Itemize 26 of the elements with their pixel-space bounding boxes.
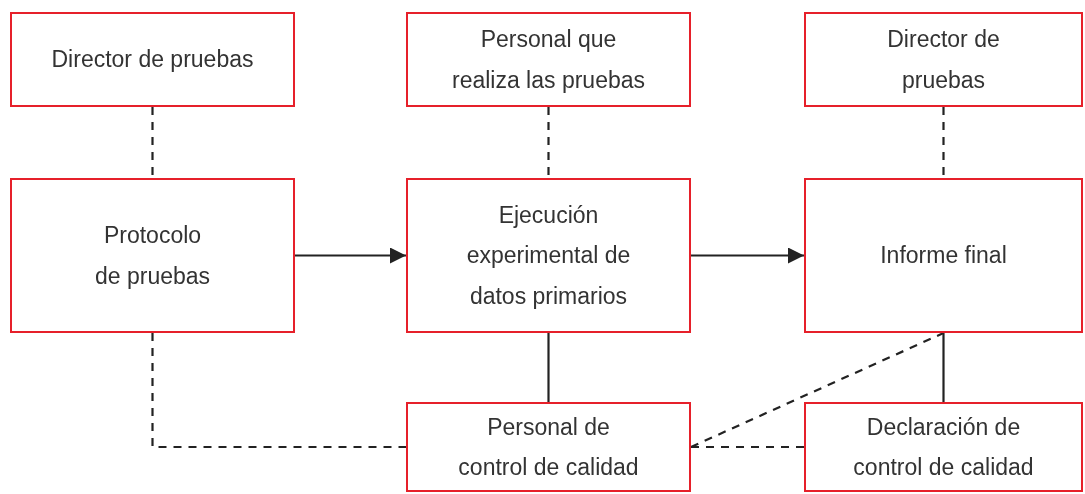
connector-line xyxy=(151,107,154,178)
process-box xyxy=(10,178,295,333)
arrow xyxy=(295,247,406,264)
box-label: Director de pruebas xyxy=(51,45,254,75)
connector-line xyxy=(690,332,944,448)
process-box xyxy=(406,12,691,107)
connector-line xyxy=(942,107,945,178)
box-label: Informe final xyxy=(880,241,1007,271)
process-box xyxy=(406,402,691,492)
connector-line xyxy=(151,333,406,449)
connector-line xyxy=(547,333,550,402)
process-box xyxy=(406,178,691,333)
arrow xyxy=(691,247,804,264)
connector-line xyxy=(942,333,945,402)
box-label: Personal de control de calidad xyxy=(457,412,640,482)
box-label: Declaración de control de calidad xyxy=(852,412,1035,482)
box-label: Ejecución experimental de datos primarios xyxy=(465,201,632,311)
connector-line xyxy=(547,107,550,178)
box-label: Protocolo de pruebas xyxy=(93,221,212,291)
process-box xyxy=(804,178,1083,333)
process-box xyxy=(804,402,1083,492)
connector-line xyxy=(691,445,804,449)
box-label: Director de pruebas xyxy=(886,25,1001,95)
box-label: Personal que realiza las pruebas xyxy=(450,25,647,95)
process-box xyxy=(10,12,295,107)
process-box xyxy=(804,12,1083,107)
